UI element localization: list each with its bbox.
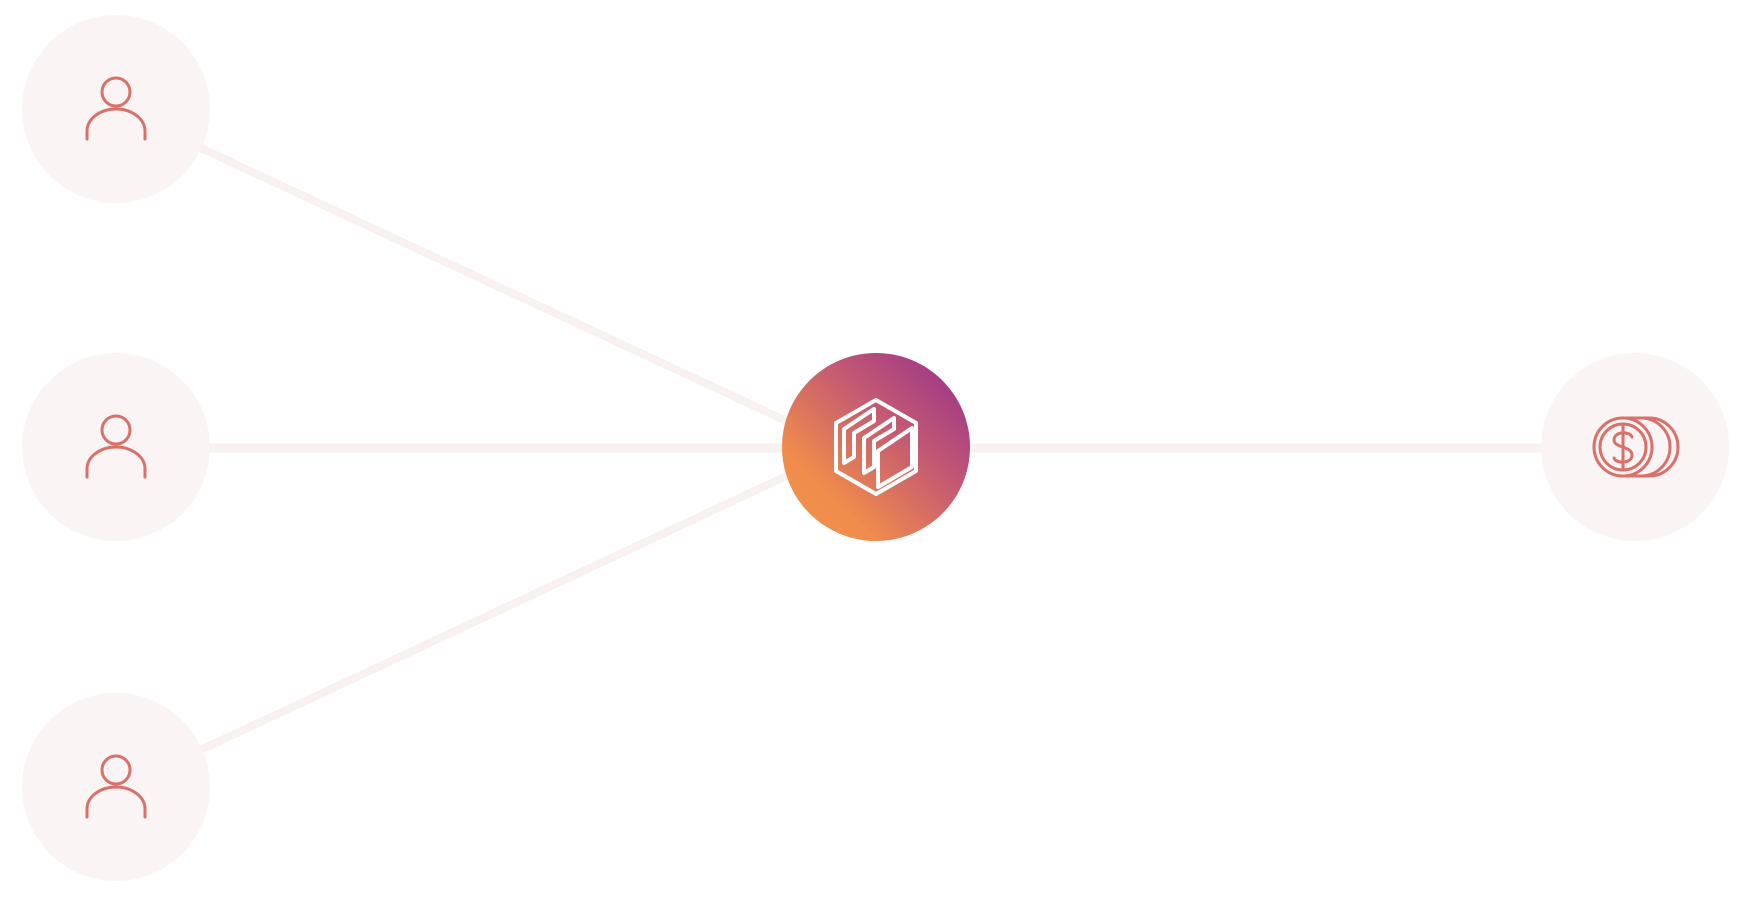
hub-node[interactable]	[782, 353, 970, 541]
user-icon	[85, 414, 147, 479]
user-node-1[interactable]	[22, 15, 210, 203]
connector-user-1-to-hub	[186, 139, 799, 429]
connector-user-3-to-hub	[186, 468, 799, 759]
user-node-2[interactable]	[22, 353, 210, 541]
payment-node[interactable]	[1541, 353, 1729, 541]
connectors	[186, 139, 1550, 759]
cube-logo-icon	[834, 398, 918, 496]
user-node-3[interactable]	[22, 693, 210, 881]
dollar-coins-icon	[1592, 416, 1680, 478]
user-icon	[85, 76, 147, 141]
user-icon	[85, 754, 147, 819]
